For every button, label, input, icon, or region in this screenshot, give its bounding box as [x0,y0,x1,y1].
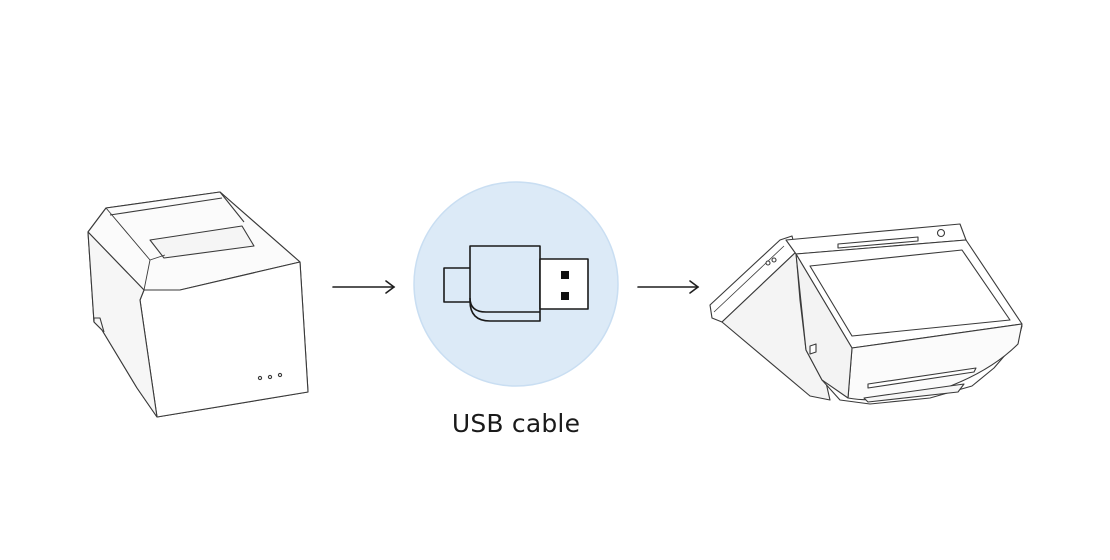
usb-cable-label: USB cable [451,409,581,438]
arrow-printer-to-usb [332,280,396,294]
receipt-printer-icon [87,191,309,418]
pos-terminal-icon [709,223,1023,405]
usb-connector-icon [443,245,589,322]
usb-node [413,181,619,387]
arrow-usb-to-pos [637,280,700,294]
